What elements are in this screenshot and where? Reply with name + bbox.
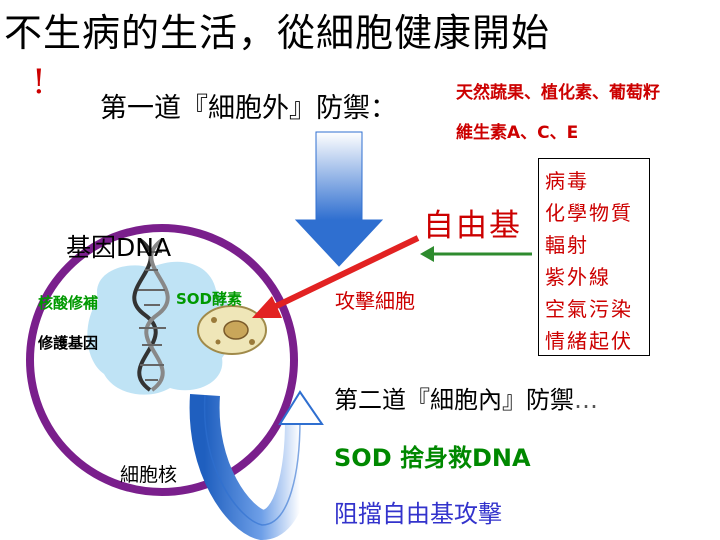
gene-dna-label: 基因DNA	[66, 233, 172, 262]
free-radical-sources-box: 病毒 化學物質 輻射 紫外線 空氣污染 情緒起伏	[538, 158, 650, 356]
first-defense-label: 第一道『細胞外』防禦：	[100, 93, 397, 124]
free-radical-label: 自由基	[423, 208, 522, 244]
dna-helix-icon	[132, 238, 170, 392]
second-defense-label: 第二道『細胞內』防禦…	[334, 380, 598, 415]
curved-blue-arrow	[189, 390, 324, 540]
source-emotions: 情緒起伏	[545, 329, 633, 353]
sod-enzyme-label: SOD酵素	[176, 290, 243, 308]
attack-cell-label: 攻擊細胞	[335, 289, 415, 313]
blue-down-arrow	[294, 131, 384, 267]
source-chemicals: 化學物質	[545, 201, 633, 225]
title-exclamation: !	[32, 62, 46, 102]
second-defense-ellipsis: …	[574, 386, 598, 414]
cell-illustration-icon	[197, 305, 267, 355]
sod-sacrifice-label: SOD 捨身救DNA	[334, 444, 531, 472]
protect-genes-label: 修護基因	[38, 334, 99, 352]
second-defense-text: 第二道『細胞內』防禦	[334, 386, 574, 414]
cell-membrane-ring	[26, 224, 298, 496]
nutrients-line-2: 維生素A、C、E	[456, 123, 579, 143]
block-attack-label: 阻擋自由基攻擊	[334, 500, 502, 528]
source-air-pollution: 空氣污染	[545, 297, 633, 321]
green-left-arrow	[420, 246, 532, 262]
attack-arrow	[252, 235, 420, 318]
nutrients-line-1: 天然蔬果、植化素、葡萄籽	[456, 83, 660, 103]
nucleic-acid-repair-label: 核酸修補	[38, 294, 99, 312]
source-radiation: 輻射	[545, 233, 589, 257]
source-uv: 紫外線	[545, 265, 611, 289]
source-virus: 病毒	[545, 169, 589, 193]
page-title: 不生病的生活，從細胞健康開始	[4, 11, 551, 55]
cell-nucleus-label: 細胞核	[120, 464, 178, 486]
